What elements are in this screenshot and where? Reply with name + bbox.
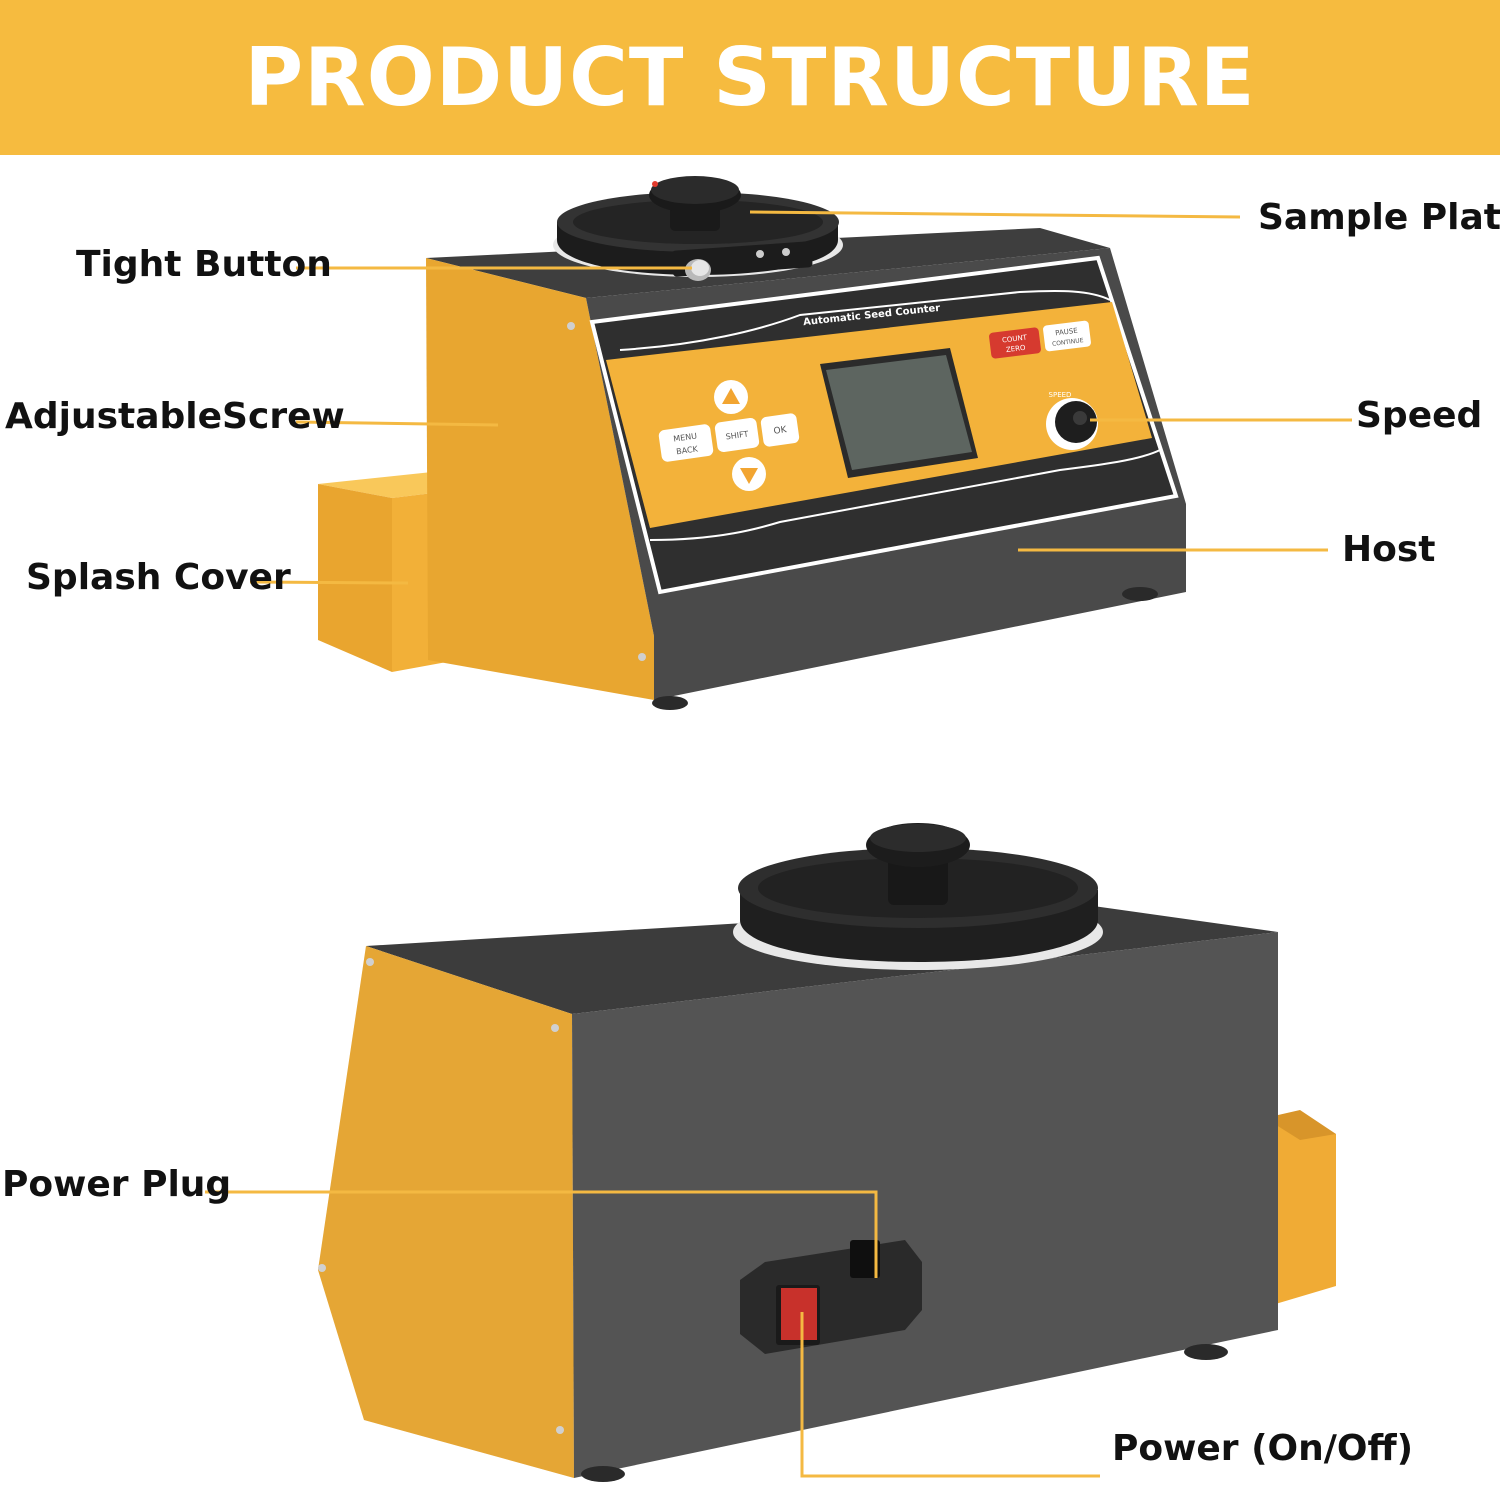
host-body <box>426 228 1186 710</box>
pause-label: PAUSE <box>1055 327 1078 338</box>
title-banner: PRODUCT STRUCTURE <box>0 0 1500 155</box>
label-speed: Speed <box>1356 395 1483 436</box>
side-tray <box>1262 1110 1336 1308</box>
label-splash-cover: Splash Cover <box>26 557 291 598</box>
sample-plate-back <box>733 823 1103 970</box>
leader-power-plug <box>205 1190 878 1278</box>
leader-adjustable-screw <box>295 420 499 427</box>
power-switch[interactable] <box>776 1285 820 1345</box>
up-arrow-button[interactable] <box>714 380 748 414</box>
label-sample-plate: Sample Plate <box>1258 197 1500 238</box>
leader-splash-cover <box>249 580 409 585</box>
ok-button[interactable]: OK <box>760 413 800 448</box>
shift-button[interactable]: SHIFT <box>714 417 760 453</box>
label-power-plug: Power Plug <box>2 1164 232 1205</box>
label-tight-button: Tight Button <box>76 244 332 285</box>
keypad: MENU BACK SHIFT OK <box>658 380 800 491</box>
count-label: COUNT <box>1002 333 1029 344</box>
down-arrow-button[interactable] <box>732 457 766 491</box>
menu-label: MENU <box>673 431 698 443</box>
back-view-device <box>318 823 1336 1482</box>
leader-power-switch <box>800 1312 1100 1478</box>
label-host: Host <box>1342 529 1436 570</box>
speed-knob[interactable]: SPEED <box>1046 391 1098 450</box>
tight-button[interactable] <box>685 259 711 281</box>
label-power-switch: Power (On/Off) <box>1112 1428 1414 1469</box>
menu-back-button[interactable]: MENU BACK <box>658 424 714 463</box>
leader-lines <box>205 210 1352 1478</box>
shift-label: SHIFT <box>725 429 749 441</box>
speed-knob-label: SPEED <box>1049 391 1072 399</box>
ok-label: OK <box>773 425 788 437</box>
leader-sample-plate <box>749 210 1241 219</box>
count-zero-button[interactable]: COUNT ZERO <box>989 327 1042 359</box>
page-title: PRODUCT STRUCTURE <box>244 31 1256 124</box>
front-view-device: Automatic Seed Counter MENU BACK SHIFT <box>318 176 1186 710</box>
label-adjustable-screw: AdjustableScrew <box>5 396 345 437</box>
back-label: BACK <box>676 444 699 456</box>
zero-label: ZERO <box>1006 344 1027 354</box>
pause-continue-button[interactable]: PAUSE CONTINUE <box>1043 320 1092 352</box>
continue-label: CONTINUE <box>1052 337 1084 348</box>
lcd-screen <box>820 348 978 478</box>
